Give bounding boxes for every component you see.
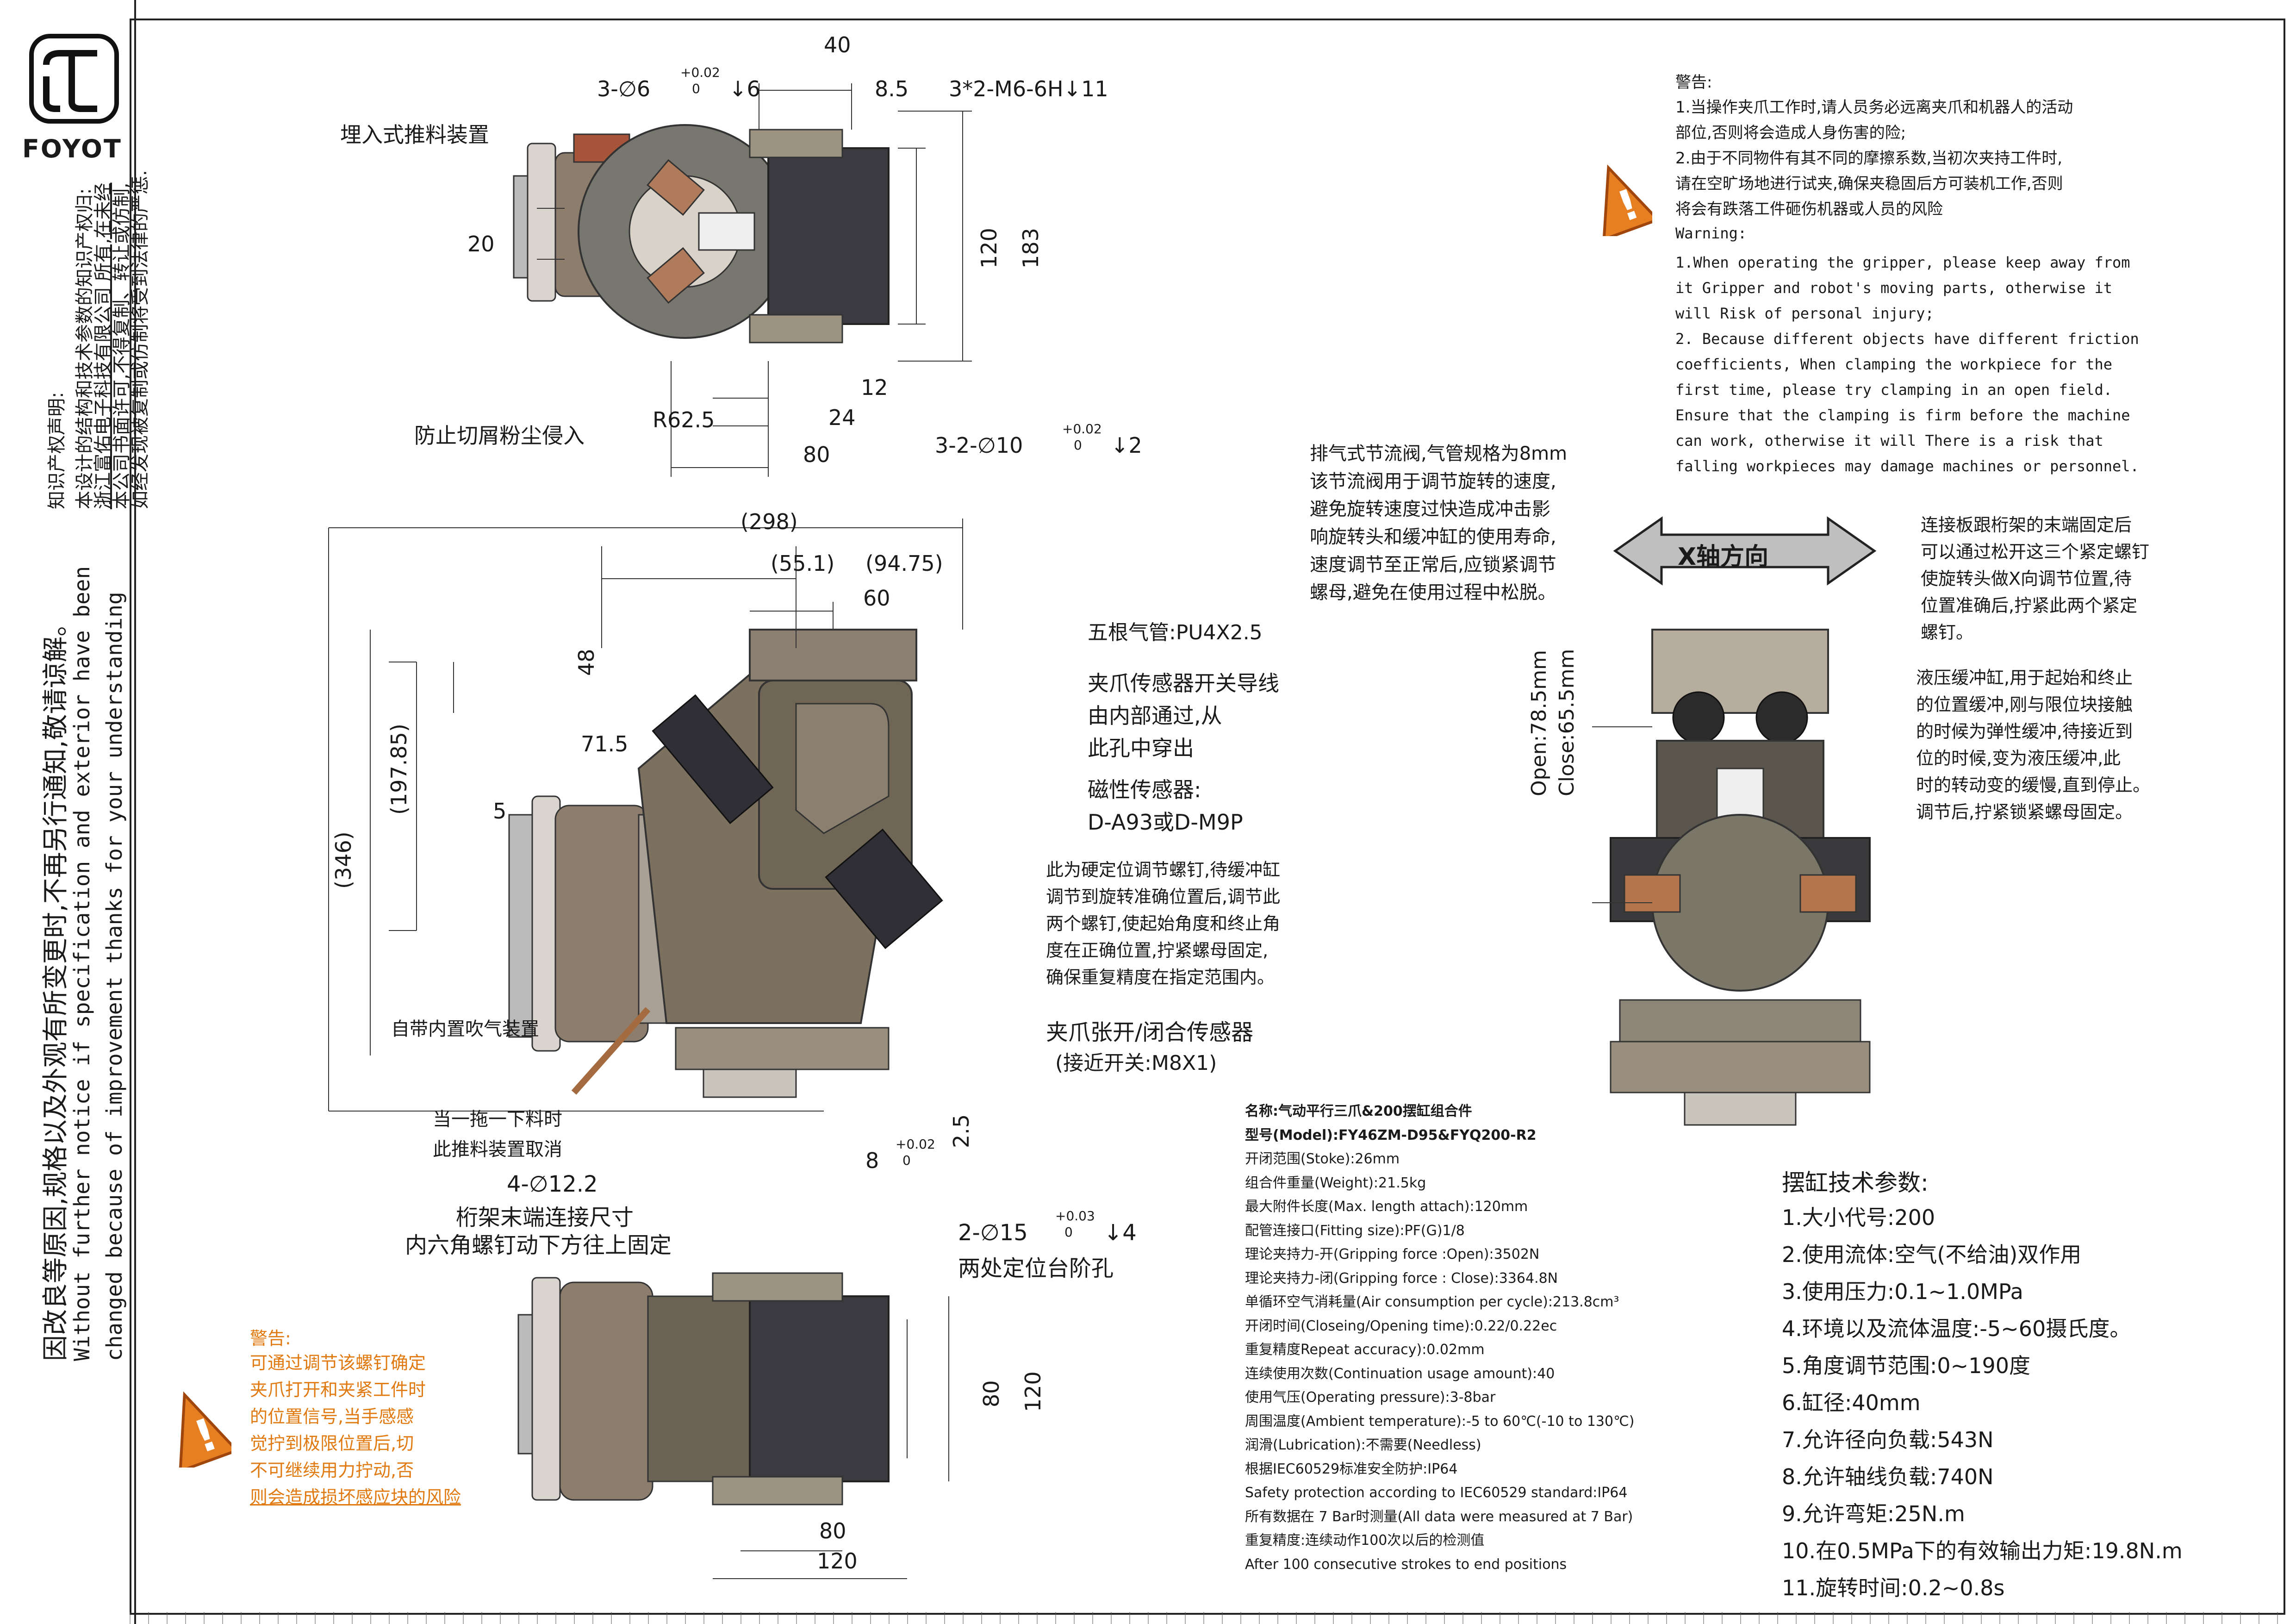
dim-94: (94.75) <box>865 551 943 576</box>
dim-8: 8 <box>865 1148 879 1173</box>
dim-tol-up: +0.02 <box>1062 421 1102 437</box>
label-air-tubes: 五根气管:PU4X2.5 <box>1088 621 1263 644</box>
label-truss: 桁架末端连接尺寸 <box>456 1205 634 1230</box>
label-sensor: (接近开关:M8X1) <box>1055 1051 1217 1075</box>
dim-55: (55.1) <box>771 551 835 576</box>
copyright-line: 如经发现被复制或仿制将受到法律的严惩. <box>130 170 151 509</box>
warning-en-text: 1.When operating the gripper, please kee… <box>1675 254 2139 475</box>
dim-tol-up: +0.02 <box>680 65 720 80</box>
dim-r62: R62.5 <box>653 407 715 432</box>
dim-depth: ↓2 <box>1111 433 1142 458</box>
dim-120-h: 120 <box>817 1549 858 1574</box>
open-stroke: Open:78.5mm <box>1527 650 1551 796</box>
top-view-drawing <box>513 83 972 477</box>
title-column <box>0 0 136 1624</box>
label-holes: 4-∅12.2 <box>507 1171 598 1197</box>
dim-depth: ↓4 <box>1104 1220 1137 1246</box>
dim-80: 80 <box>803 442 830 467</box>
label-truss: 内六角螺钉动下方往上固定 <box>405 1232 672 1258</box>
plate-note: 连接板跟桁架的末端固定后可以通过松开这三个紧定螺钉使旋转头做X向调节位置,待位置… <box>1921 515 2150 643</box>
warning-icon: ! <box>1602 164 1652 236</box>
dim-depth: ↓6 <box>729 76 760 101</box>
dim-80-v: 80 <box>979 1380 1004 1407</box>
label-magnetic: 磁性传感器: <box>1088 777 1201 802</box>
dim-tol-up: +0.03 <box>1055 1208 1095 1224</box>
label-step-holes: 两处定位台阶孔 <box>958 1255 1114 1281</box>
dim-24: 24 <box>828 405 856 430</box>
label-sensor: 夹爪张开/闭合传感器 <box>1046 1019 1254 1045</box>
side-view-drawing <box>1592 629 1871 1126</box>
bottom-warning-text: 可通过调节该螺钉确定夹爪打开和夹紧工件时的位置信号,当手感感觉拧到极限位置后,切… <box>250 1353 461 1507</box>
label-wire: 夹爪传感器开关导线 <box>1088 671 1279 696</box>
bottom-view-drawing <box>517 1272 949 1579</box>
dim-tol-up: +0.02 <box>896 1137 935 1152</box>
x-axis-label: X轴方向 <box>1678 543 1769 571</box>
notice-cn: 因改良等原因,规格以及外观有所变更时,不再另行通知,敬请谅解。 <box>41 610 71 1361</box>
warning-en-title: Warning: <box>1675 225 1747 242</box>
warning-cn-text: 1.当操作夹爪工作时,请人员务必远离夹爪和机器人的活动部位,否则将会造成人身伤害… <box>1675 98 2073 219</box>
warning-title: 警告: <box>1675 73 1712 92</box>
label-wire: 此孔中穿出 <box>1088 736 1194 761</box>
dim-hole-6: 3-∅6 <box>597 76 651 101</box>
spec-list: 名称:气动平行三爪&200摆缸组合件 型号(Model):FY46ZM-D95&… <box>1245 1103 1635 1573</box>
dim-5: 5 <box>493 799 507 824</box>
stop-screw-note: 此为硬定位调节螺钉,待缓冲缸调节到旋转准确位置后,调节此两个螺钉,使起始角度和终… <box>1046 860 1281 987</box>
dim-tol-lo: 0 <box>692 81 700 96</box>
dim-8-5: 8.5 <box>875 76 909 101</box>
dim-tol-lo: 0 <box>1064 1224 1073 1240</box>
cylinder-note: 液压缓冲缸,用于起始和终止的位置缓冲,刚与限位块接触的时候为弹性缓冲,待接近到位… <box>1916 668 2151 822</box>
cylinder-spec-title: 摆缸技术参数: <box>1782 1169 1929 1196</box>
label-drag: 当一拖一下料时 <box>433 1109 562 1130</box>
bottom-warning-title: 警告: <box>250 1328 291 1349</box>
label-dust: 防止切屑粉尘侵入 <box>414 423 585 448</box>
dim-48: 48 <box>574 649 599 676</box>
dim-2-5: 2.5 <box>949 1114 974 1148</box>
dim-m6: 3*2-M6-6H↓11 <box>949 76 1108 101</box>
dim-hole-10: 3-2-∅10 <box>935 433 1023 458</box>
x-axis-arrow-icon <box>1613 516 1877 586</box>
copyright-title: 知识产权声明: <box>46 392 68 509</box>
dim-71: 71.5 <box>581 731 628 756</box>
dim-183: 183 <box>1018 228 1043 269</box>
warning-icon: ! <box>179 1391 231 1468</box>
foyot-logo-icon <box>29 34 119 124</box>
dim-tol-lo: 0 <box>1074 437 1082 453</box>
bottom-ruler <box>130 1612 2282 1624</box>
front-view-drawing <box>328 518 963 1112</box>
label-drag: 此推料装置取消 <box>433 1139 562 1160</box>
dim-120: 120 <box>977 228 1002 269</box>
label-step-holes: 2-∅15 <box>958 1220 1028 1246</box>
dim-20: 20 <box>467 231 495 256</box>
dim-346: (346) <box>331 831 356 889</box>
label-push-device: 埋入式推料装置 <box>340 122 489 147</box>
dim-197: (197.85) <box>386 724 411 815</box>
label-magnetic: D-A93或D-M9P <box>1088 810 1243 835</box>
notice-en: changed because of improvement thanks fo… <box>102 592 127 1361</box>
dim-80-h: 80 <box>819 1518 846 1543</box>
label-blow: 自带内置吹气装置 <box>391 1018 539 1040</box>
dim-12: 12 <box>861 375 888 400</box>
notice-en: Without further notice if specification … <box>69 566 94 1361</box>
dim-60: 60 <box>863 586 890 611</box>
close-stroke: Close:65.5mm <box>1555 649 1579 796</box>
dim-120-v: 120 <box>1020 1371 1045 1412</box>
brand-name: FOYOT <box>22 134 122 163</box>
label-wire: 由内部通过,从 <box>1088 703 1222 728</box>
dim-40: 40 <box>824 32 851 57</box>
dim-tol-lo: 0 <box>902 1153 911 1168</box>
dim-298: (298) <box>740 509 798 534</box>
